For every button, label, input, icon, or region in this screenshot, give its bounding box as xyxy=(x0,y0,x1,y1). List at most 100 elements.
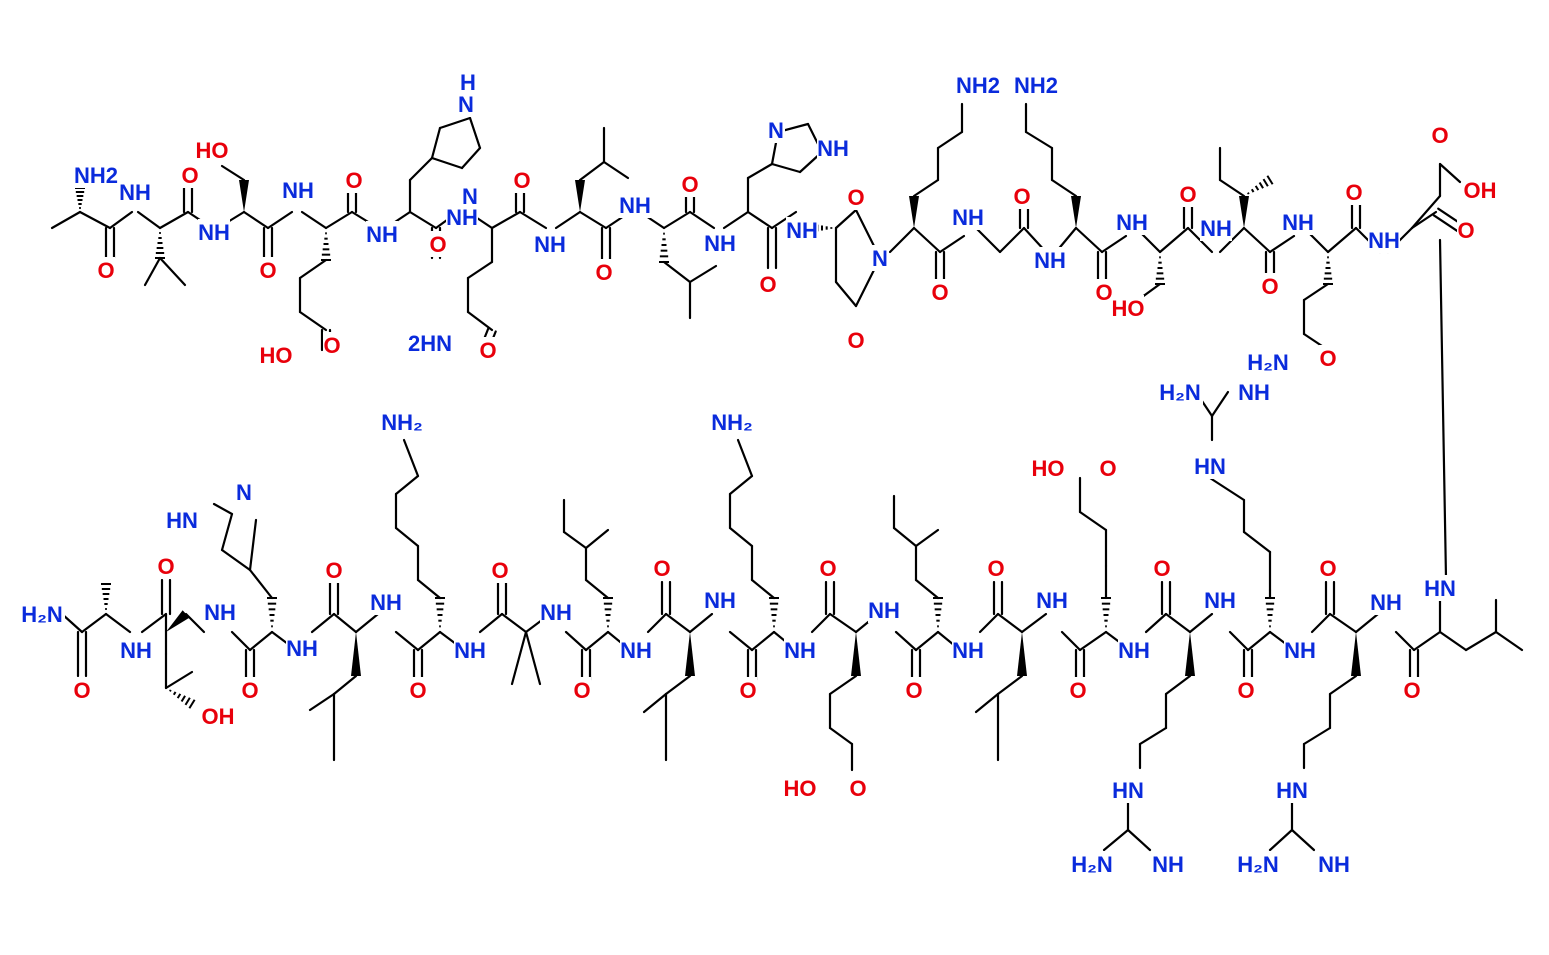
atom-label-background xyxy=(1457,217,1475,243)
hashed-bond xyxy=(1258,181,1264,189)
carbonyl-oxygen: O xyxy=(739,678,756,703)
atom-label-background xyxy=(573,677,591,703)
bond xyxy=(1020,612,1048,634)
carbonyl-oxygen: O xyxy=(987,556,1004,581)
atom-label-background xyxy=(1118,637,1150,663)
atom-label-background xyxy=(1069,677,1087,703)
wedge-bond xyxy=(239,180,249,212)
bond xyxy=(158,210,190,230)
amide-nh: NH xyxy=(286,636,318,661)
wedge-bond xyxy=(1017,632,1027,676)
bond xyxy=(578,210,608,230)
atom-label-background xyxy=(709,409,755,435)
atom-label-background xyxy=(407,330,453,356)
bond xyxy=(892,526,918,548)
amide-nh: NH xyxy=(786,218,818,243)
bond xyxy=(834,208,858,230)
bond xyxy=(828,612,858,634)
atom-label-background xyxy=(1032,455,1064,481)
amide-nh: NH xyxy=(1284,638,1316,663)
atom-label-background xyxy=(429,231,447,257)
atom-label-background xyxy=(286,635,318,661)
atom-label-background xyxy=(905,677,923,703)
atom-label-background xyxy=(1282,209,1314,235)
bond xyxy=(248,630,274,652)
atom-label-background xyxy=(1095,279,1113,305)
atom-label-background xyxy=(987,555,1005,581)
bond xyxy=(438,116,472,130)
amide-nh: NH xyxy=(119,180,151,205)
atom-label-background xyxy=(491,557,509,583)
atom-label-background xyxy=(868,597,900,623)
atom-label-background xyxy=(952,204,984,230)
hashed-bond xyxy=(188,699,196,709)
bond xyxy=(1024,130,1054,150)
atom-label-background xyxy=(819,555,837,581)
bond xyxy=(1218,178,1246,198)
carboxyl-oh: HO xyxy=(260,343,293,368)
hydroxyl: HO xyxy=(1112,296,1145,321)
bond xyxy=(1078,630,1108,652)
atom-label-background xyxy=(260,342,292,368)
imide-oxygen: O xyxy=(847,328,864,353)
atom-label-background xyxy=(379,409,425,435)
side-chain-amide-n: H₂N xyxy=(1247,350,1289,375)
bond xyxy=(220,548,252,572)
amide-nh: NH xyxy=(620,638,652,663)
bond xyxy=(728,474,754,496)
bond xyxy=(662,260,692,284)
bond xyxy=(664,612,692,634)
atom-label-background xyxy=(259,257,277,283)
carbonyl-oxygen: O xyxy=(653,556,670,581)
bond xyxy=(1410,210,1438,230)
carbonyl-oxygen: O xyxy=(819,556,836,581)
bond xyxy=(996,674,1024,696)
bond xyxy=(468,116,482,150)
atom-label-background xyxy=(1319,555,1337,581)
bond xyxy=(212,502,234,516)
carbonyl-oxygen: O xyxy=(97,258,114,283)
amide-nh: NH xyxy=(204,600,236,625)
bond xyxy=(1138,726,1168,746)
atom-label-background xyxy=(931,279,949,305)
bond xyxy=(408,156,434,182)
imide-nitrogen: N xyxy=(872,246,888,271)
atom-label-background xyxy=(409,677,427,703)
bond xyxy=(1074,226,1104,254)
bond xyxy=(828,726,854,746)
bond xyxy=(466,260,494,280)
carbonyl-oxygen: O xyxy=(241,678,258,703)
bond xyxy=(688,612,714,634)
bond xyxy=(584,630,610,652)
atom-label-background xyxy=(457,91,475,117)
bond xyxy=(298,258,328,280)
lysine-amine: NH₂ xyxy=(711,410,753,435)
bond xyxy=(1164,674,1192,696)
atom-label-background xyxy=(1261,273,1279,299)
bond xyxy=(834,280,858,308)
amide-nh: NH xyxy=(1118,638,1150,663)
atom-label-background xyxy=(1237,677,1255,703)
bond xyxy=(50,210,82,230)
bond xyxy=(266,210,294,230)
bond xyxy=(394,474,420,496)
bond xyxy=(1242,530,1272,554)
atom-label-background xyxy=(198,219,230,245)
bond xyxy=(524,630,542,686)
bond xyxy=(1310,612,1332,634)
guanidine-nh2: H₂N xyxy=(1159,380,1201,405)
atom-label-background xyxy=(1403,677,1421,703)
amide-nh: NH xyxy=(534,232,566,257)
lysine-amine: NH2 xyxy=(956,73,1000,98)
wedge-bond xyxy=(1071,196,1081,228)
bond xyxy=(500,612,528,634)
bond xyxy=(998,226,1026,254)
bond xyxy=(1164,612,1192,634)
wedge-bond xyxy=(851,632,861,676)
amide-nh: NH xyxy=(704,231,736,256)
bond xyxy=(1328,674,1358,696)
bond xyxy=(1208,476,1246,502)
bond xyxy=(242,210,270,230)
atom-label-background xyxy=(847,184,865,210)
bond xyxy=(1050,178,1078,198)
